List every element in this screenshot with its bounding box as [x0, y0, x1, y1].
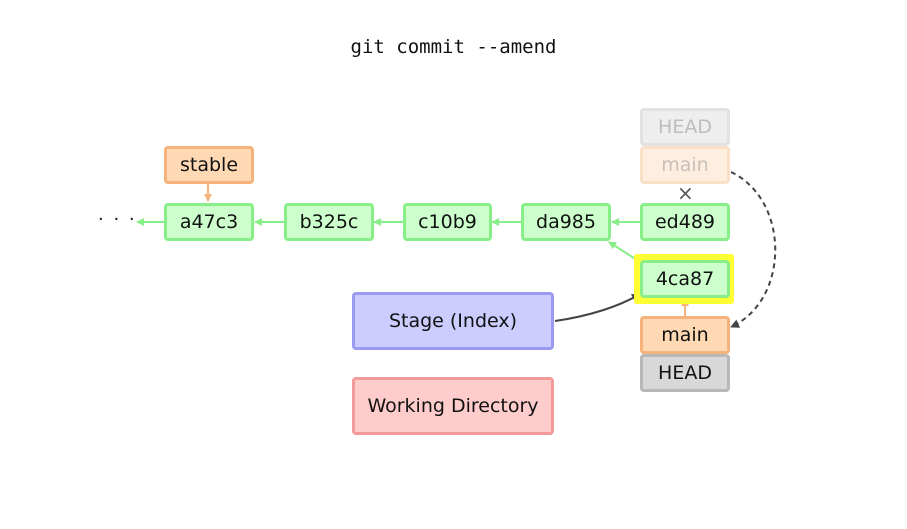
- commit-4ca87: 4ca87: [640, 260, 730, 298]
- branch-stable: stable: [164, 146, 254, 184]
- arrow-stage-to-4ca87: [554, 293, 641, 322]
- cross-icon: ×: [677, 181, 694, 205]
- working-directory-area: Working Directory: [352, 377, 554, 435]
- arrow-main-moved: [730, 171, 777, 328]
- page-title: git commit --amend: [350, 36, 557, 58]
- branch-main-new: main: [640, 316, 730, 354]
- commit-b325c: b325c: [284, 203, 374, 241]
- head-new: HEAD: [640, 354, 730, 392]
- history-ellipsis: · · ·: [98, 209, 137, 230]
- commit-da985: da985: [521, 203, 611, 241]
- stage-index-area: Stage (Index): [352, 292, 554, 350]
- head-old: HEAD: [640, 108, 730, 146]
- commit-c10b9: c10b9: [403, 203, 492, 241]
- commit-ed489: ed489: [640, 203, 730, 241]
- commit-a47c3: a47c3: [164, 203, 254, 241]
- branch-main-old: main: [640, 146, 730, 184]
